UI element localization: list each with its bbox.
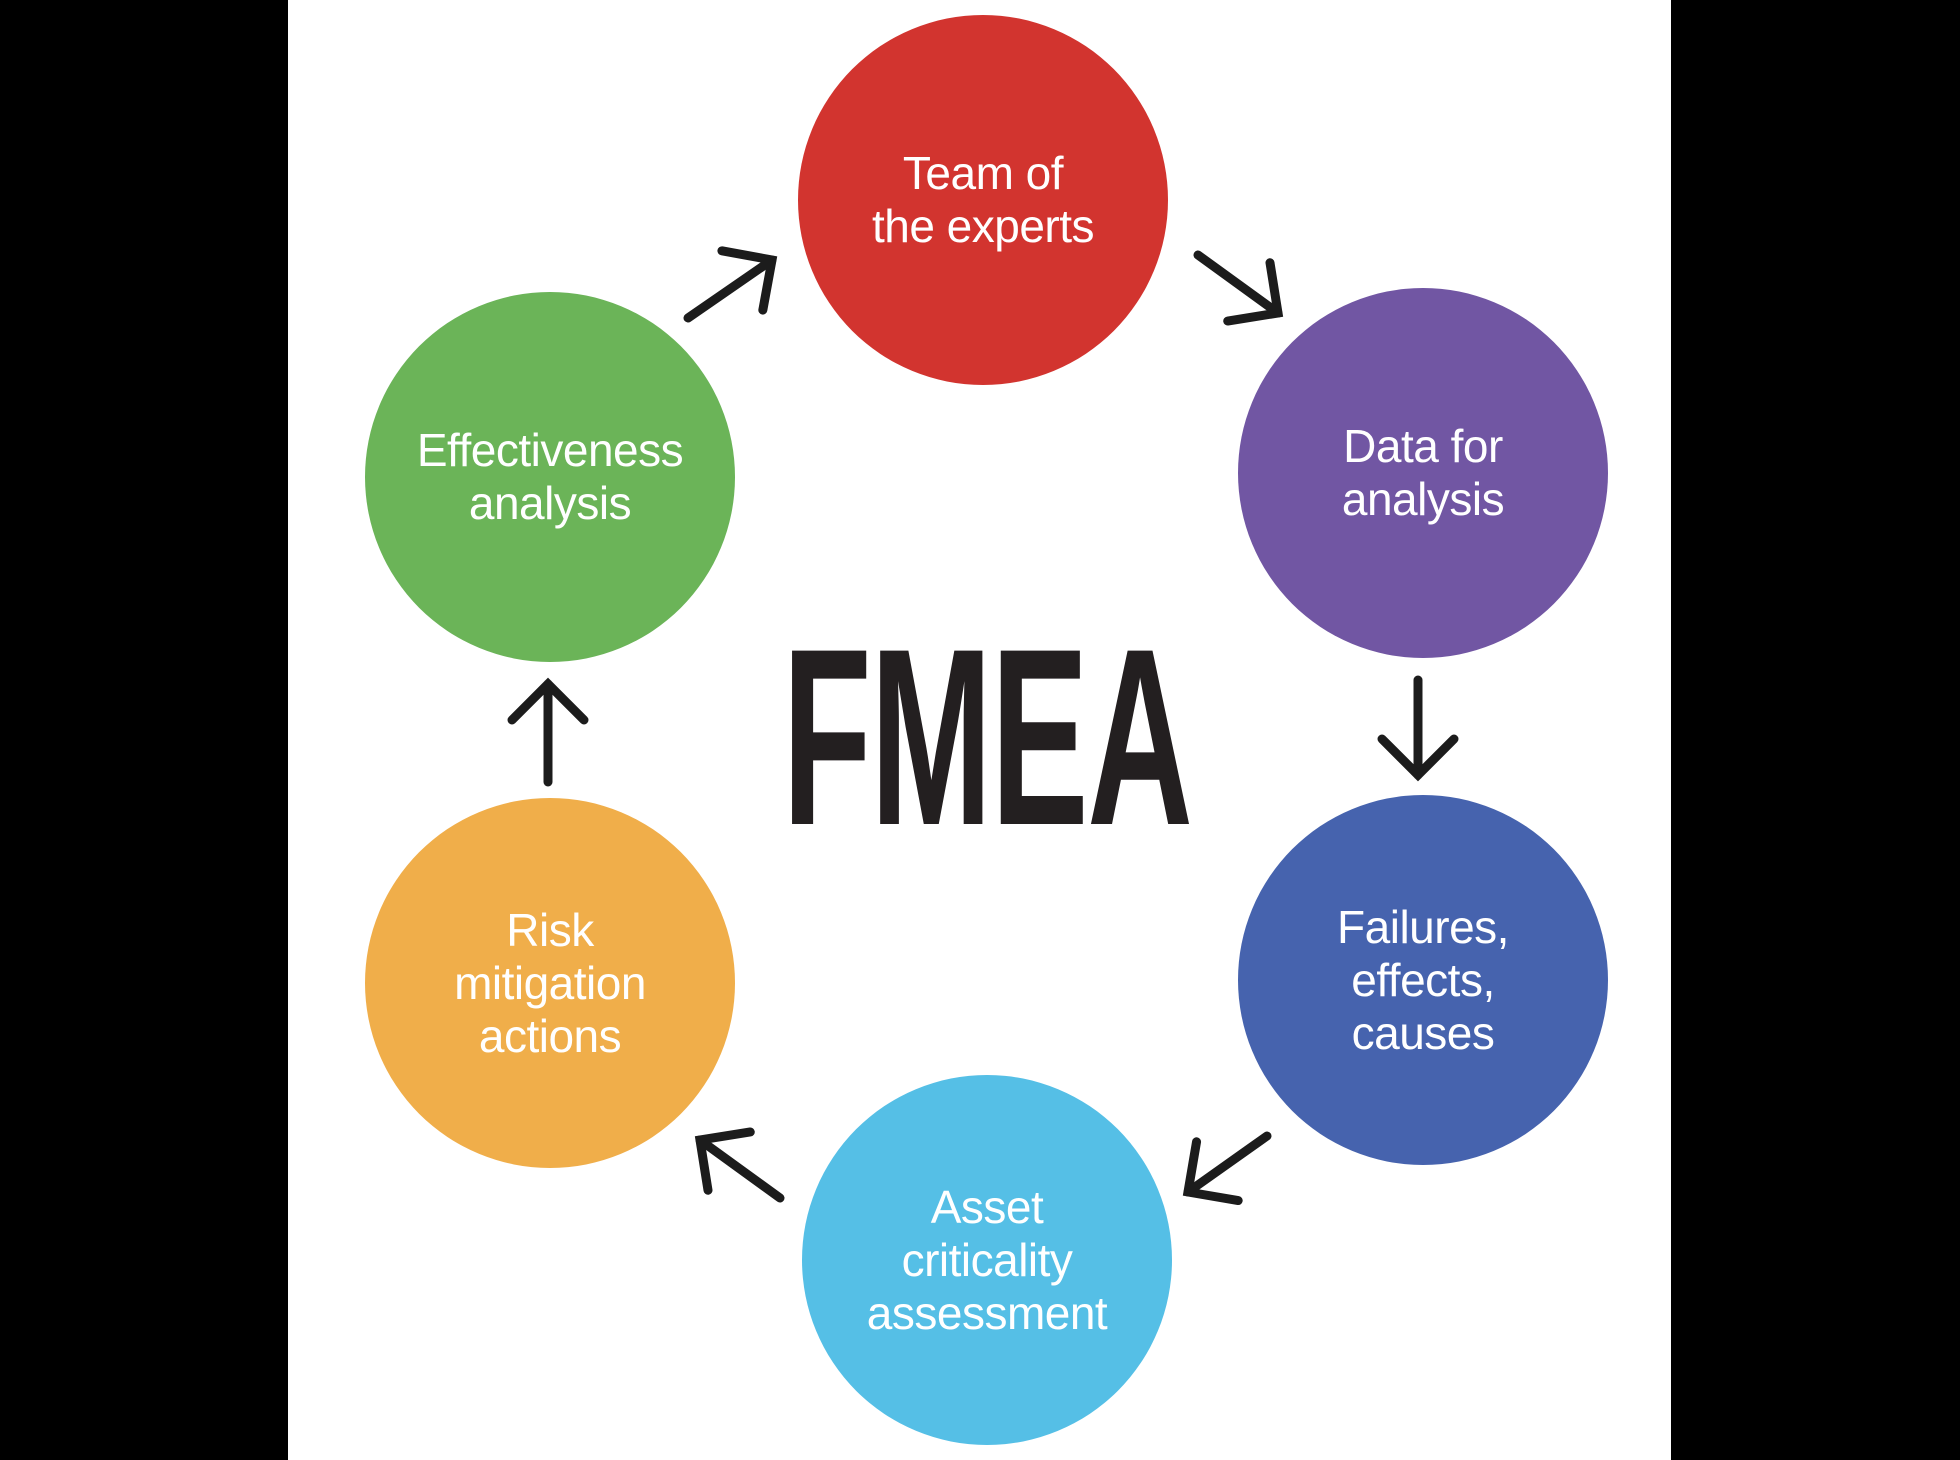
step-label-line: Effectiveness xyxy=(416,424,684,476)
step-circle-failures-effects-causes: Failures, effects, causes xyxy=(1238,795,1608,1165)
step-label-line: effects, xyxy=(1351,953,1495,1006)
step-label-line: assessment xyxy=(866,1286,1108,1339)
step-label-line: mitigation xyxy=(454,956,646,1009)
step-label-line: Risk xyxy=(506,903,594,956)
step-circle-data-for-analysis: Data for analysis xyxy=(1238,288,1608,658)
step-circle-team-of-the-experts: Team of the experts xyxy=(798,15,1168,385)
step-label-line: Asset xyxy=(930,1180,1044,1233)
step-label-line: criticality xyxy=(901,1233,1073,1286)
step-circle-asset-criticality-assessment: Asset criticality assessment xyxy=(802,1075,1172,1445)
step-label-line: the experts xyxy=(871,200,1095,252)
step-circle-risk-mitigation-actions: Risk mitigation actions xyxy=(365,798,735,1168)
step-label-line: Data for xyxy=(1343,420,1503,472)
step-label-line: causes xyxy=(1351,1006,1495,1059)
step-label-line: Failures, xyxy=(1337,900,1509,953)
diagram-title-wrap: FMEA xyxy=(634,612,1340,864)
step-circle-effectiveness-analysis: Effectiveness analysis xyxy=(365,292,735,662)
step-label-line: analysis xyxy=(1341,473,1505,525)
step-label-line: Team of xyxy=(902,147,1064,199)
step-label-line: analysis xyxy=(468,477,632,529)
step-label-line: actions xyxy=(478,1009,622,1062)
diagram-title: FMEA xyxy=(782,597,1193,878)
